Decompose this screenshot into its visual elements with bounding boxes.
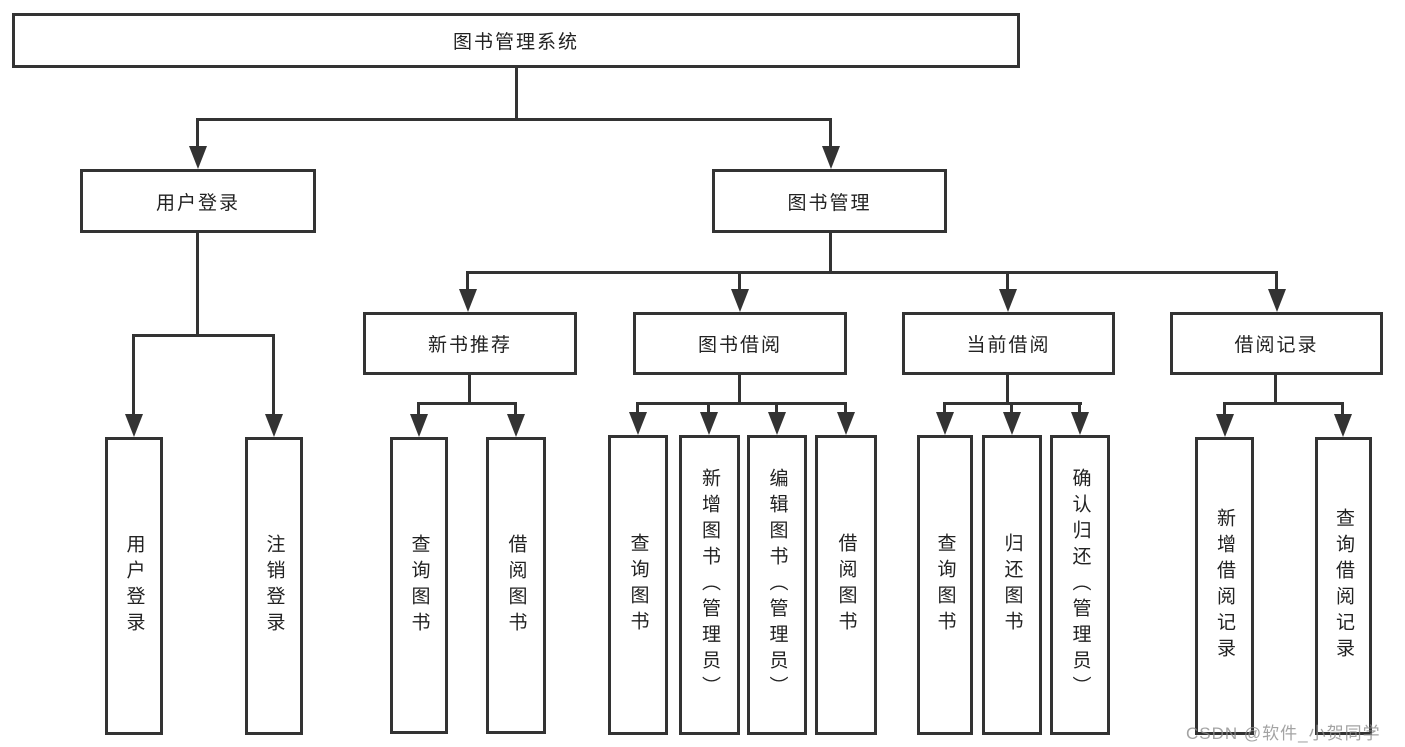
arrow-down: [410, 414, 428, 437]
leaf-query-books-current-label: 查询图书: [934, 533, 956, 637]
arrow-down: [1216, 414, 1234, 437]
connector-line: [829, 233, 832, 274]
connector-line: [515, 68, 518, 120]
leaf-query-books-current: 查询图书: [917, 435, 973, 735]
leaf-logout-label: 注销登录: [263, 534, 285, 638]
node-borrowing-records: 借阅记录: [1170, 312, 1383, 375]
leaf-add-borrow-record: 新增借阅记录: [1195, 437, 1254, 735]
connector-line: [1010, 402, 1013, 414]
connector-line: [775, 402, 778, 414]
connector-line: [1223, 402, 1226, 414]
connector-line: [132, 334, 135, 415]
leaf-logout: 注销登录: [245, 437, 303, 735]
node-borrowing-records-label: 借阅记录: [1234, 335, 1319, 356]
connector-line: [1223, 402, 1343, 405]
csdn-watermark: CSDN @软件_小贺同学: [1186, 724, 1381, 743]
leaf-query-books-borrowing: 查询图书: [608, 435, 668, 735]
connector-line: [943, 402, 946, 414]
arrow-down: [1003, 412, 1021, 435]
arrow-down: [936, 412, 954, 435]
leaf-borrow-books-recommend: 借阅图书: [486, 437, 546, 734]
connector-line: [1274, 375, 1277, 405]
node-book-management-label: 图书管理: [787, 192, 872, 214]
connector-line: [514, 402, 517, 414]
connector-line: [636, 402, 847, 405]
connector-line: [738, 271, 741, 289]
leaf-query-books-recommend-label: 查询图书: [408, 533, 430, 638]
node-library-management-system-label: 图书管理系统: [452, 32, 579, 53]
node-current-borrowing-label: 当前借阅: [966, 335, 1051, 356]
connector-line: [466, 271, 1278, 274]
arrow-down: [265, 414, 283, 437]
connector-line: [417, 402, 517, 405]
arrow-down: [999, 289, 1017, 312]
connector-line: [196, 118, 199, 147]
leaf-return-books-label: 归还图书: [1001, 533, 1023, 637]
leaf-add-book-admin: 新增图书（管理员）: [679, 435, 740, 735]
arrow-down: [1268, 289, 1286, 312]
node-new-book-recommend-label: 新书推荐: [427, 335, 512, 356]
leaf-add-book-admin-label: 新增图书（管理员）: [699, 468, 720, 702]
leaf-borrow-books-borrowing: 借阅图书: [815, 435, 877, 735]
arrow-down: [700, 412, 718, 435]
connector-line: [707, 402, 710, 414]
leaf-edit-book-admin-label: 编辑图书（管理员）: [766, 468, 788, 702]
leaf-query-borrow-record-label: 查询借阅记录: [1333, 508, 1354, 664]
connector-line: [417, 402, 420, 414]
connector-line: [1006, 375, 1009, 405]
leaf-borrow-books-borrowing-label: 借阅图书: [835, 533, 857, 637]
node-user-login-label: 用户登录: [155, 192, 240, 214]
leaf-return-books: 归还图书: [982, 435, 1042, 735]
leaf-borrow-books-recommend-label: 借阅图书: [505, 533, 527, 638]
connector-line: [1341, 402, 1344, 414]
connector-line: [1006, 271, 1009, 289]
arrow-down: [1334, 414, 1352, 437]
arrow-down: [125, 414, 143, 437]
leaf-query-books-recommend: 查询图书: [390, 437, 448, 734]
arrow-down: [189, 146, 207, 169]
leaf-user-login-label: 用户登录: [123, 534, 145, 638]
arrow-down: [459, 289, 477, 312]
leaf-add-borrow-record-label: 新增借阅记录: [1214, 508, 1235, 664]
connector-line: [1275, 271, 1278, 289]
arrow-down: [731, 289, 749, 312]
connector-line: [272, 334, 275, 415]
connector-line: [829, 118, 832, 147]
connector-line: [636, 402, 639, 414]
leaf-query-books-borrowing-label: 查询图书: [627, 533, 649, 637]
connector-line: [738, 375, 741, 405]
arrow-down: [507, 414, 525, 437]
node-book-borrowing: 图书借阅: [633, 312, 847, 375]
leaf-user-login: 用户登录: [105, 437, 163, 735]
node-library-management-system: 图书管理系统: [12, 13, 1020, 68]
node-current-borrowing: 当前借阅: [902, 312, 1115, 375]
arrow-down: [629, 412, 647, 435]
leaf-confirm-return-admin: 确认归还（管理员）: [1050, 435, 1110, 735]
connector-line: [196, 118, 832, 121]
arrow-down: [822, 146, 840, 169]
connector-line: [196, 233, 199, 337]
connector-line: [844, 402, 847, 414]
node-user-login: 用户登录: [80, 169, 316, 233]
connector-line: [1078, 402, 1081, 414]
connector-line: [468, 375, 471, 405]
node-book-borrowing-label: 图书借阅: [697, 335, 782, 356]
arrow-down: [837, 412, 855, 435]
leaf-edit-book-admin: 编辑图书（管理员）: [747, 435, 807, 735]
node-new-book-recommend: 新书推荐: [363, 312, 577, 375]
arrow-down: [1071, 412, 1089, 435]
arrow-down: [768, 412, 786, 435]
connector-line: [466, 271, 469, 289]
leaf-query-borrow-record: 查询借阅记录: [1315, 437, 1372, 735]
node-book-management: 图书管理: [712, 169, 947, 233]
leaf-confirm-return-admin-label: 确认归还（管理员）: [1069, 468, 1091, 702]
connector-line: [132, 334, 274, 337]
